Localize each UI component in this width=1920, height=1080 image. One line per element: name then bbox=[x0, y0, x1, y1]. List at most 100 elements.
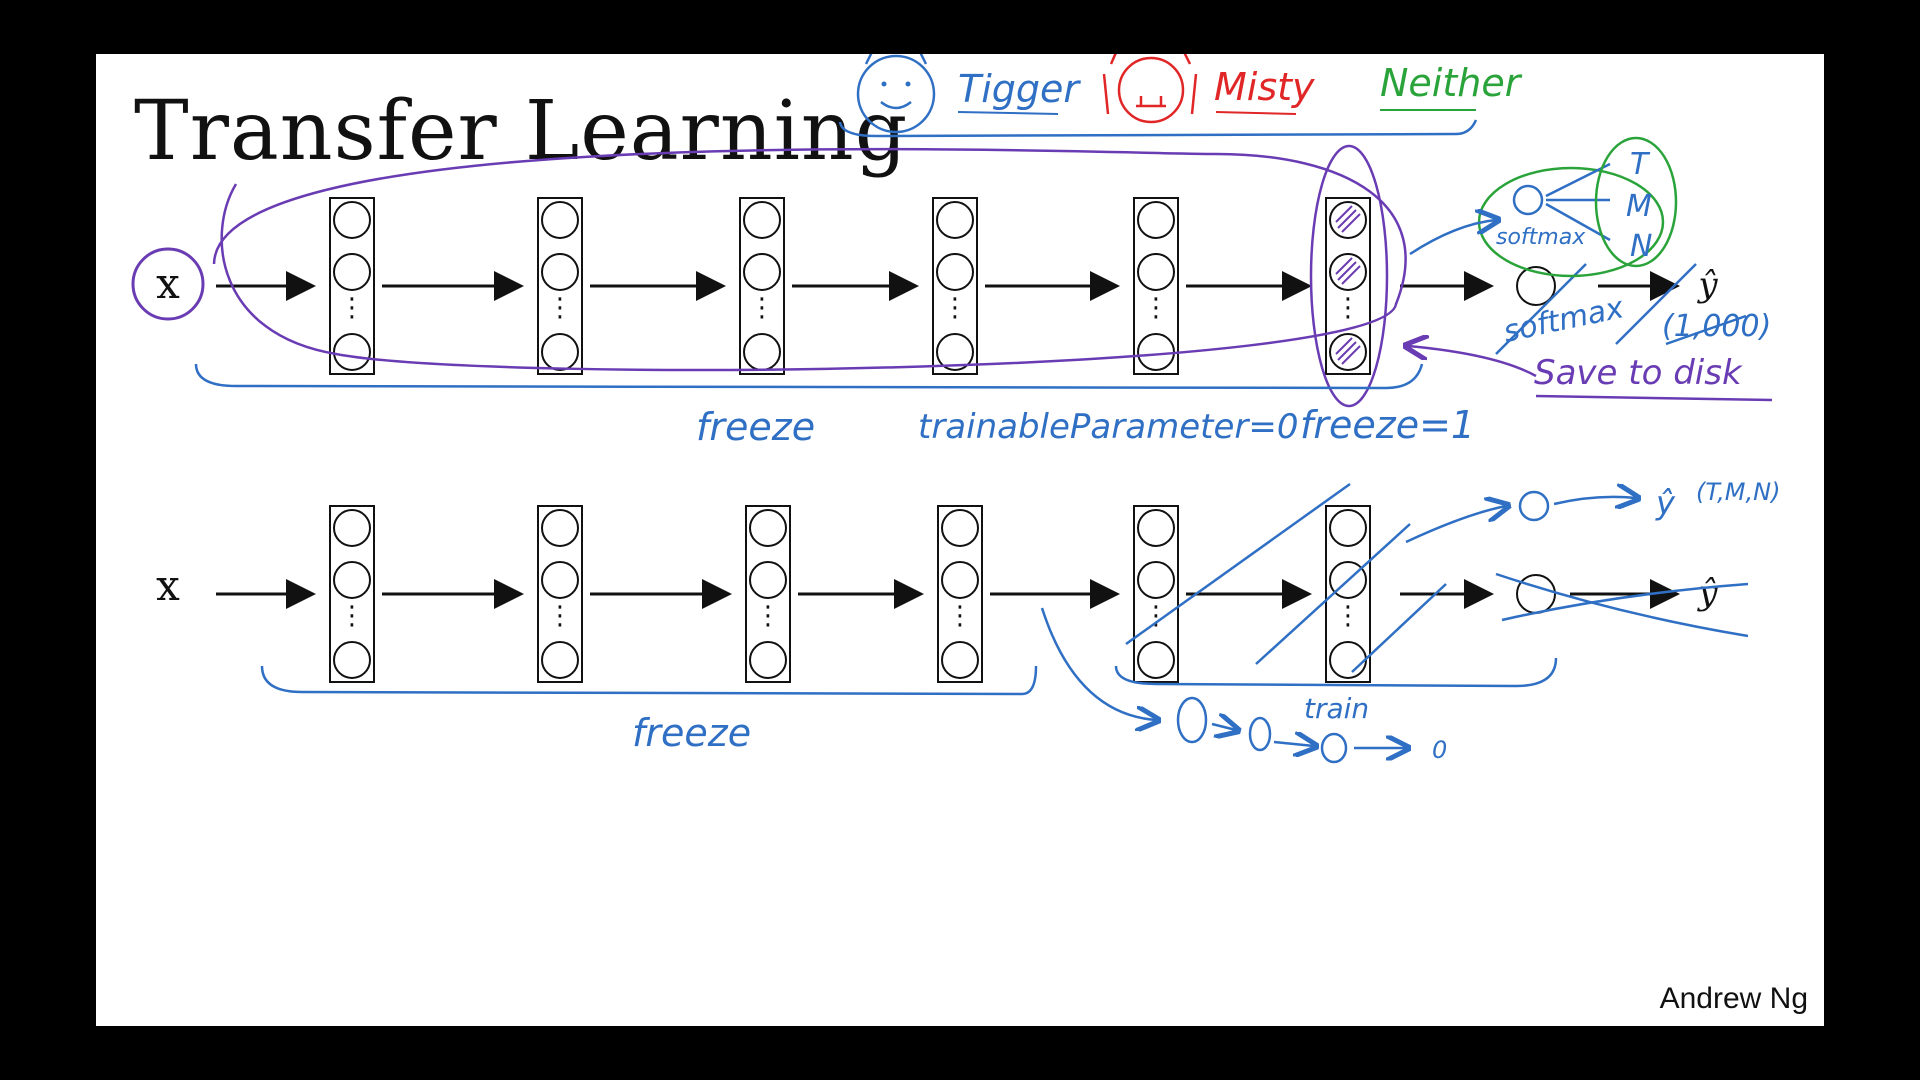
misty-face-icon bbox=[1117, 56, 1185, 124]
train-brace bbox=[1114, 657, 1558, 688]
top-neuron bbox=[936, 333, 974, 371]
class-header: Tigger Misty Neither bbox=[838, 54, 1523, 138]
top-layer-box bbox=[1133, 197, 1179, 375]
top-dots: ⋮ bbox=[942, 293, 968, 323]
top-neuron bbox=[333, 253, 371, 291]
top-neuron bbox=[1329, 201, 1367, 239]
class-misty: Misty bbox=[1214, 65, 1315, 109]
author-credit: Andrew Ng bbox=[1659, 982, 1808, 1015]
trainable-param-label: trainableParameter=0 bbox=[918, 407, 1298, 447]
top-neuron bbox=[743, 201, 781, 239]
bottom-layer-box bbox=[745, 505, 791, 683]
tigger-face-icon bbox=[856, 54, 936, 134]
bottom-dots: ⋮ bbox=[547, 601, 573, 631]
freeze-brace-bottom bbox=[260, 665, 1038, 696]
bottom-neuron bbox=[333, 509, 371, 547]
input-highlight-circle bbox=[131, 247, 205, 321]
bottom-neuron bbox=[1137, 509, 1175, 547]
top-shading bbox=[1335, 257, 1361, 285]
bottom-dots: ⋮ bbox=[947, 601, 973, 631]
freeze-label-bottom: freeze bbox=[632, 711, 751, 755]
output-yhat-top: ŷ bbox=[1696, 265, 1718, 305]
top-neuron bbox=[333, 201, 371, 239]
top-layer-box bbox=[329, 197, 375, 375]
top-layers: ⋮ ⋮ ⋮ ⋮ ⋮ ⋮ bbox=[216, 197, 1494, 375]
class-tigger: Tigger bbox=[958, 67, 1081, 111]
bottom-layer-box bbox=[537, 505, 583, 683]
top-layer-box bbox=[1325, 197, 1371, 375]
top-layer-box bbox=[739, 197, 785, 375]
bottom-neuron bbox=[541, 641, 579, 679]
top-neuron bbox=[936, 253, 974, 291]
letter-m: M bbox=[1626, 189, 1652, 224]
top-neuron bbox=[1137, 333, 1175, 371]
bottom-neuron bbox=[749, 641, 787, 679]
bottom-layer-box bbox=[937, 505, 983, 683]
bottom-neuron bbox=[333, 641, 371, 679]
class-neither: Neither bbox=[1380, 61, 1523, 105]
bottom-neuron bbox=[941, 641, 979, 679]
top-neuron bbox=[541, 253, 579, 291]
output-yhat-bottom: ŷ bbox=[1696, 573, 1718, 613]
output-node-bottom bbox=[1516, 574, 1556, 614]
letter-t: T bbox=[1630, 147, 1651, 182]
top-dots: ⋮ bbox=[547, 293, 573, 323]
top-dots: ⋮ bbox=[339, 293, 365, 323]
top-neuron bbox=[1329, 333, 1367, 371]
top-neuron bbox=[333, 333, 371, 371]
bottom-dots: ⋮ bbox=[755, 601, 781, 631]
train-label: train bbox=[1304, 692, 1369, 725]
top-layer-box bbox=[537, 197, 583, 375]
bottom-network: x ⋮⋮⋮⋮⋮⋮ ŷ ŷ (T,M,N) freeze train bbox=[156, 478, 1780, 764]
top-neuron bbox=[936, 201, 974, 239]
bottom-neuron bbox=[333, 561, 371, 599]
top-neuron bbox=[743, 253, 781, 291]
top-shading bbox=[1335, 337, 1361, 365]
top-neuron bbox=[1329, 253, 1367, 291]
bottom-neuron bbox=[541, 561, 579, 599]
bottom-dots: ⋮ bbox=[1335, 601, 1361, 631]
top-dots: ⋮ bbox=[1335, 293, 1361, 323]
input-x-top: x bbox=[156, 259, 180, 308]
slide: Transfer Learning Andrew Ng Tigger bbox=[96, 54, 1824, 1026]
freeze-brace-top bbox=[194, 363, 1424, 390]
lasso-annotation bbox=[212, 147, 1407, 372]
bottom-dots: ⋮ bbox=[339, 601, 365, 631]
transfer-learning-diagram: Tigger Misty Neither x ⋮ ⋮ ⋮ ⋮ ⋮ ⋮ ŷ bbox=[131, 54, 1780, 764]
top-layer-box bbox=[932, 197, 978, 375]
output-node-top bbox=[1516, 266, 1556, 306]
bottom-neuron bbox=[1329, 641, 1367, 679]
bottom-layer-box bbox=[329, 505, 375, 683]
zero-label: 0 bbox=[1432, 736, 1447, 764]
top-dots: ⋮ bbox=[749, 293, 775, 323]
top-neuron bbox=[541, 201, 579, 239]
bottom-neuron bbox=[1137, 641, 1175, 679]
freeze-label-top: freeze bbox=[696, 405, 815, 449]
bottom-neuron bbox=[541, 509, 579, 547]
bottom-layer-box bbox=[1133, 505, 1179, 683]
top-neuron bbox=[1137, 253, 1175, 291]
bottom-neuron bbox=[1329, 509, 1367, 547]
bottom-neuron bbox=[1329, 561, 1367, 599]
slide-title: Transfer Learning bbox=[134, 84, 909, 179]
bottom-neuron bbox=[941, 509, 979, 547]
freeze-eq-label: freeze=1 bbox=[1300, 403, 1475, 447]
bottom-layers: ⋮⋮⋮⋮⋮⋮ bbox=[216, 505, 1494, 683]
top-network: x ⋮⋮⋮⋮⋮⋮ ŷ softmax T M N softmax (1,000) bbox=[131, 136, 1773, 449]
softmax-small-label: softmax bbox=[1496, 225, 1586, 250]
input-x-bottom: x bbox=[156, 561, 180, 610]
softmax-label: softmax bbox=[1500, 290, 1627, 350]
top-dots: ⋮ bbox=[1143, 293, 1169, 323]
bottom-layer-box bbox=[1325, 505, 1371, 683]
bottom-neuron bbox=[941, 561, 979, 599]
top-neuron bbox=[743, 333, 781, 371]
bottom-neuron bbox=[749, 509, 787, 547]
save-to-disk-label: Save to disk bbox=[1534, 353, 1743, 393]
top-shading bbox=[1335, 205, 1361, 233]
top-neuron bbox=[541, 333, 579, 371]
bottom-neuron bbox=[1137, 561, 1175, 599]
tmn-label: (T,M,N) bbox=[1696, 478, 1780, 506]
bottom-neuron bbox=[749, 561, 787, 599]
top-neuron bbox=[1137, 201, 1175, 239]
yhat-small-label: ŷ bbox=[1655, 484, 1676, 522]
